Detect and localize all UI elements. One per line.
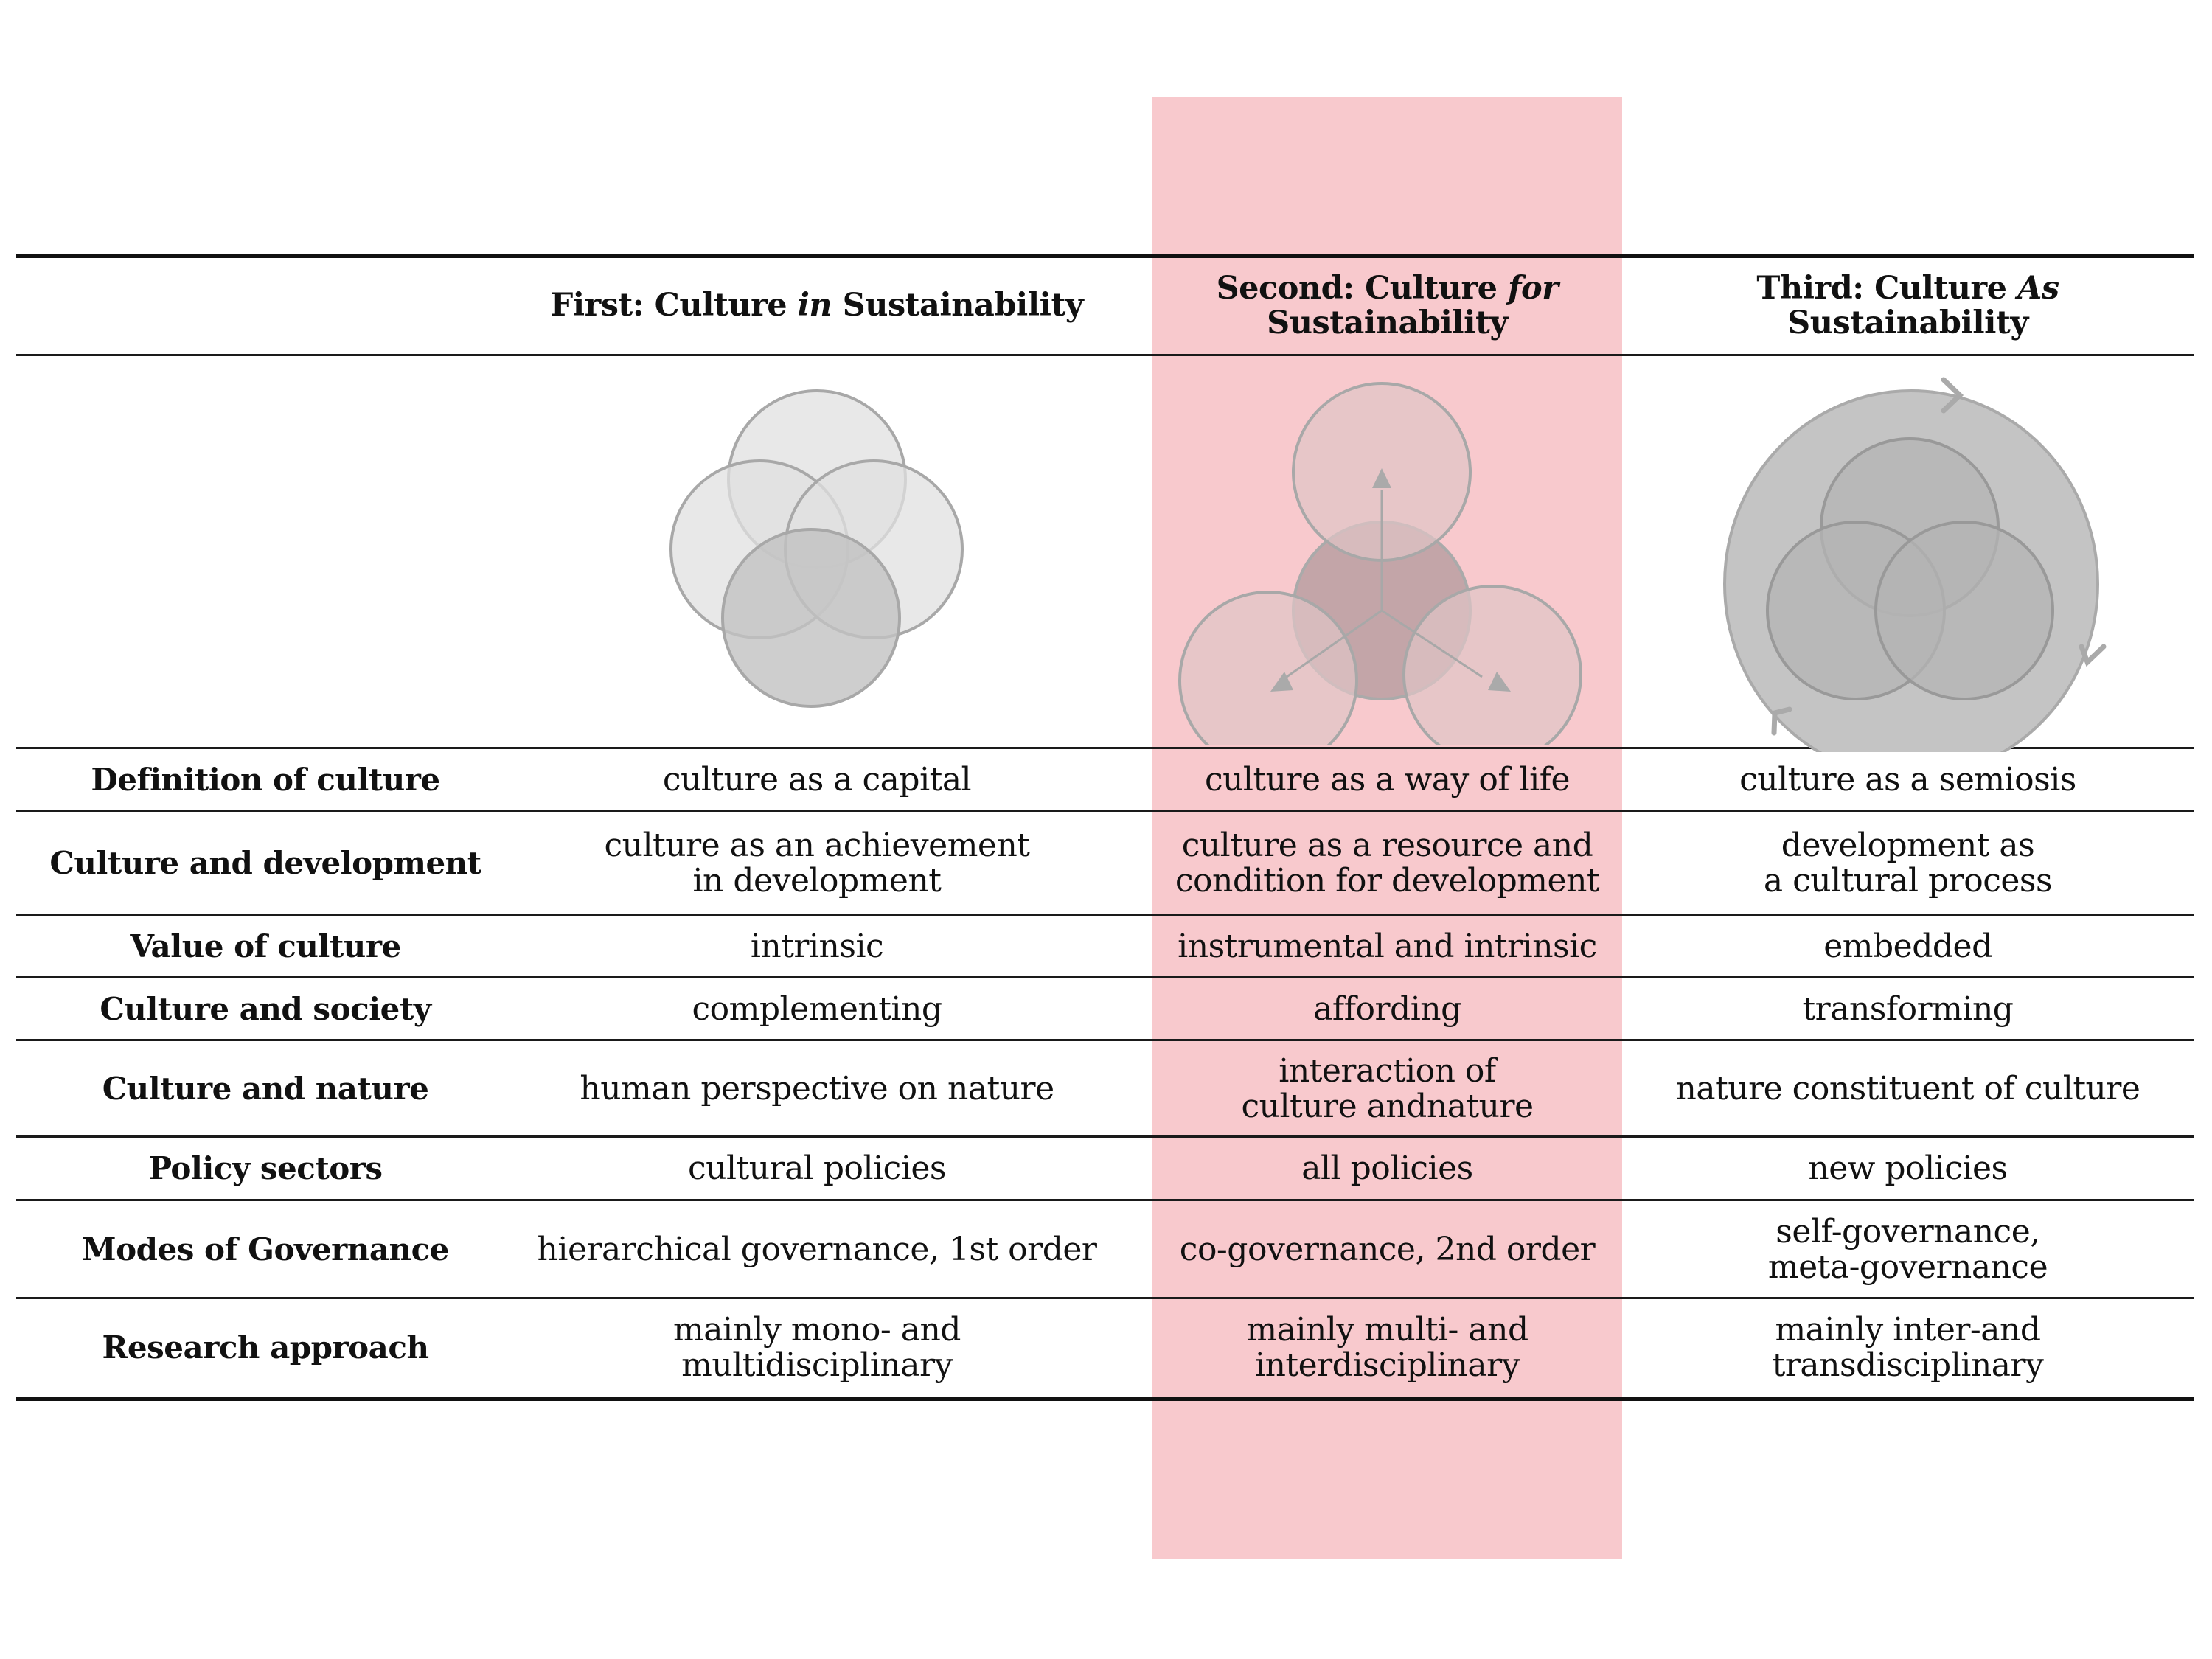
cycle-arrow-right-icon: [2079, 644, 2107, 667]
cell-text-line: meta-governance: [1767, 1248, 2048, 1286]
table-cell: embedded: [1622, 915, 2194, 978]
cell-text-line: interdisciplinary: [1255, 1346, 1520, 1384]
cell-text-line: mainly mono- and: [673, 1311, 961, 1349]
cell-text-line: condition for development: [1175, 861, 1600, 900]
table-cell: affording: [1152, 978, 1622, 1040]
table-cell: all policies: [1152, 1137, 1622, 1200]
column-header-first: First: Culture in Sustainability: [550, 287, 1084, 324]
cell-text-line: hierarchical governance, 1st order: [537, 1230, 1097, 1268]
table-bottom-rule: [16, 1397, 2194, 1401]
table-cell: nature constituent of culture: [1622, 1040, 2194, 1137]
cell-text-line: culture as a way of life: [1204, 760, 1571, 799]
cell-text-line: instrumental and intrinsic: [1178, 927, 1597, 965]
row-rule: [16, 914, 2194, 916]
cell-text-line: transforming: [1802, 990, 2014, 1028]
row-label: Culture and nature: [102, 1070, 429, 1107]
cell-text-line: culture as a resource and: [1181, 826, 1593, 864]
column-header-second: Second: Culture for Sustainability: [1216, 269, 1559, 341]
cell-text-line: in development: [692, 861, 942, 900]
table-cell: co-governance, 2nd order: [1152, 1200, 1622, 1298]
cell-text-line: all policies: [1301, 1150, 1473, 1188]
row-label: Definition of culture: [91, 761, 440, 798]
row-rule: [16, 1297, 2194, 1299]
row-label: Modes of Governance: [82, 1231, 449, 1267]
outer-circle-3: [1402, 585, 1582, 745]
table-cell: culture as a way of life: [1152, 748, 1622, 811]
cell-text-line: culture as a capital: [662, 760, 972, 799]
table-cell: culture as a capital: [515, 748, 1119, 811]
table-top-rule: [16, 254, 2194, 258]
cell-text-line: embedded: [1823, 927, 1992, 965]
row-rule: [16, 1135, 2194, 1138]
cell-text-line: complementing: [692, 990, 943, 1028]
arrow-down-left-icon: [1270, 672, 1293, 692]
four-overlapping-circles-diagram: [669, 389, 964, 708]
cell-text-line: self-governance,: [1775, 1212, 2040, 1251]
cell-text-line: mainly inter-and: [1775, 1311, 2041, 1349]
cell-text-line: intrinsic: [750, 927, 884, 965]
row-rule: [16, 1199, 2194, 1201]
table-cell: human perspective on nature: [515, 1040, 1119, 1137]
table-cell: intrinsic: [515, 915, 1119, 978]
row-label: Culture and society: [100, 990, 431, 1027]
cell-text-line: culture as a semiosis: [1739, 760, 2076, 799]
table-cell: instrumental and intrinsic: [1152, 915, 1622, 978]
cell-text-line: affording: [1313, 990, 1461, 1028]
table-cell: transforming: [1622, 978, 2194, 1040]
cell-text-line: cultural policies: [687, 1150, 947, 1188]
row-rule: [16, 976, 2194, 978]
row-label: Culture and development: [49, 844, 481, 881]
row-label: Value of culture: [130, 928, 401, 964]
arrow-down-right-icon: [1488, 672, 1511, 692]
inner-circle-3: [1874, 521, 2054, 700]
table-cell: new policies: [1622, 1137, 2194, 1200]
cell-text-line: co-governance, 2nd order: [1179, 1230, 1596, 1268]
cell-text-line: mainly multi- and: [1246, 1311, 1528, 1349]
second-column-highlight: [1152, 97, 1622, 1559]
row-rule: [16, 1039, 2194, 1041]
arrow-line-2: [1286, 609, 1382, 678]
cell-text-line: nature constituent of culture: [1675, 1069, 2140, 1107]
outer-circle-2: [1178, 591, 1358, 745]
row-label: Research approach: [102, 1329, 429, 1366]
header-bottom-rule: [16, 354, 2194, 356]
cell-text-line: culture as an achievement: [604, 826, 1031, 864]
row-rule: [16, 810, 2194, 812]
cycle-arrow-left-icon: [1771, 706, 1792, 736]
table-cell: cultural policies: [515, 1137, 1119, 1200]
cyclic-circles-diagram: [1723, 377, 2107, 752]
cell-text-line: human perspective on nature: [580, 1069, 1054, 1107]
table-cell: complementing: [515, 978, 1119, 1040]
cell-text-line: new policies: [1808, 1150, 2008, 1188]
table-cell: self-governance,meta-governance: [1622, 1200, 2194, 1298]
row-label: Policy sectors: [148, 1150, 383, 1187]
cell-text-line: transdisciplinary: [1772, 1346, 2044, 1384]
venn-circle-4: [721, 528, 901, 708]
central-circle-arrows-diagram: [1178, 382, 1582, 745]
table-cell: culture as a semiosis: [1622, 748, 2194, 811]
arrow-up-icon: [1372, 468, 1391, 488]
cell-text-line: interaction of: [1279, 1051, 1496, 1090]
cycle-arrow-top-icon: [1941, 377, 1964, 414]
cell-text-line: culture andnature: [1241, 1087, 1534, 1125]
column-header-third: Third: Culture As Sustainability: [1756, 269, 2059, 341]
cell-text-line: development as: [1781, 826, 2035, 864]
cell-text-line: a cultural process: [1763, 861, 2053, 900]
cell-text-line: multidisciplinary: [681, 1346, 953, 1384]
table-cell: hierarchical governance, 1st order: [515, 1200, 1119, 1298]
row-rule: [16, 747, 2194, 749]
arrow-line-3: [1381, 609, 1483, 678]
